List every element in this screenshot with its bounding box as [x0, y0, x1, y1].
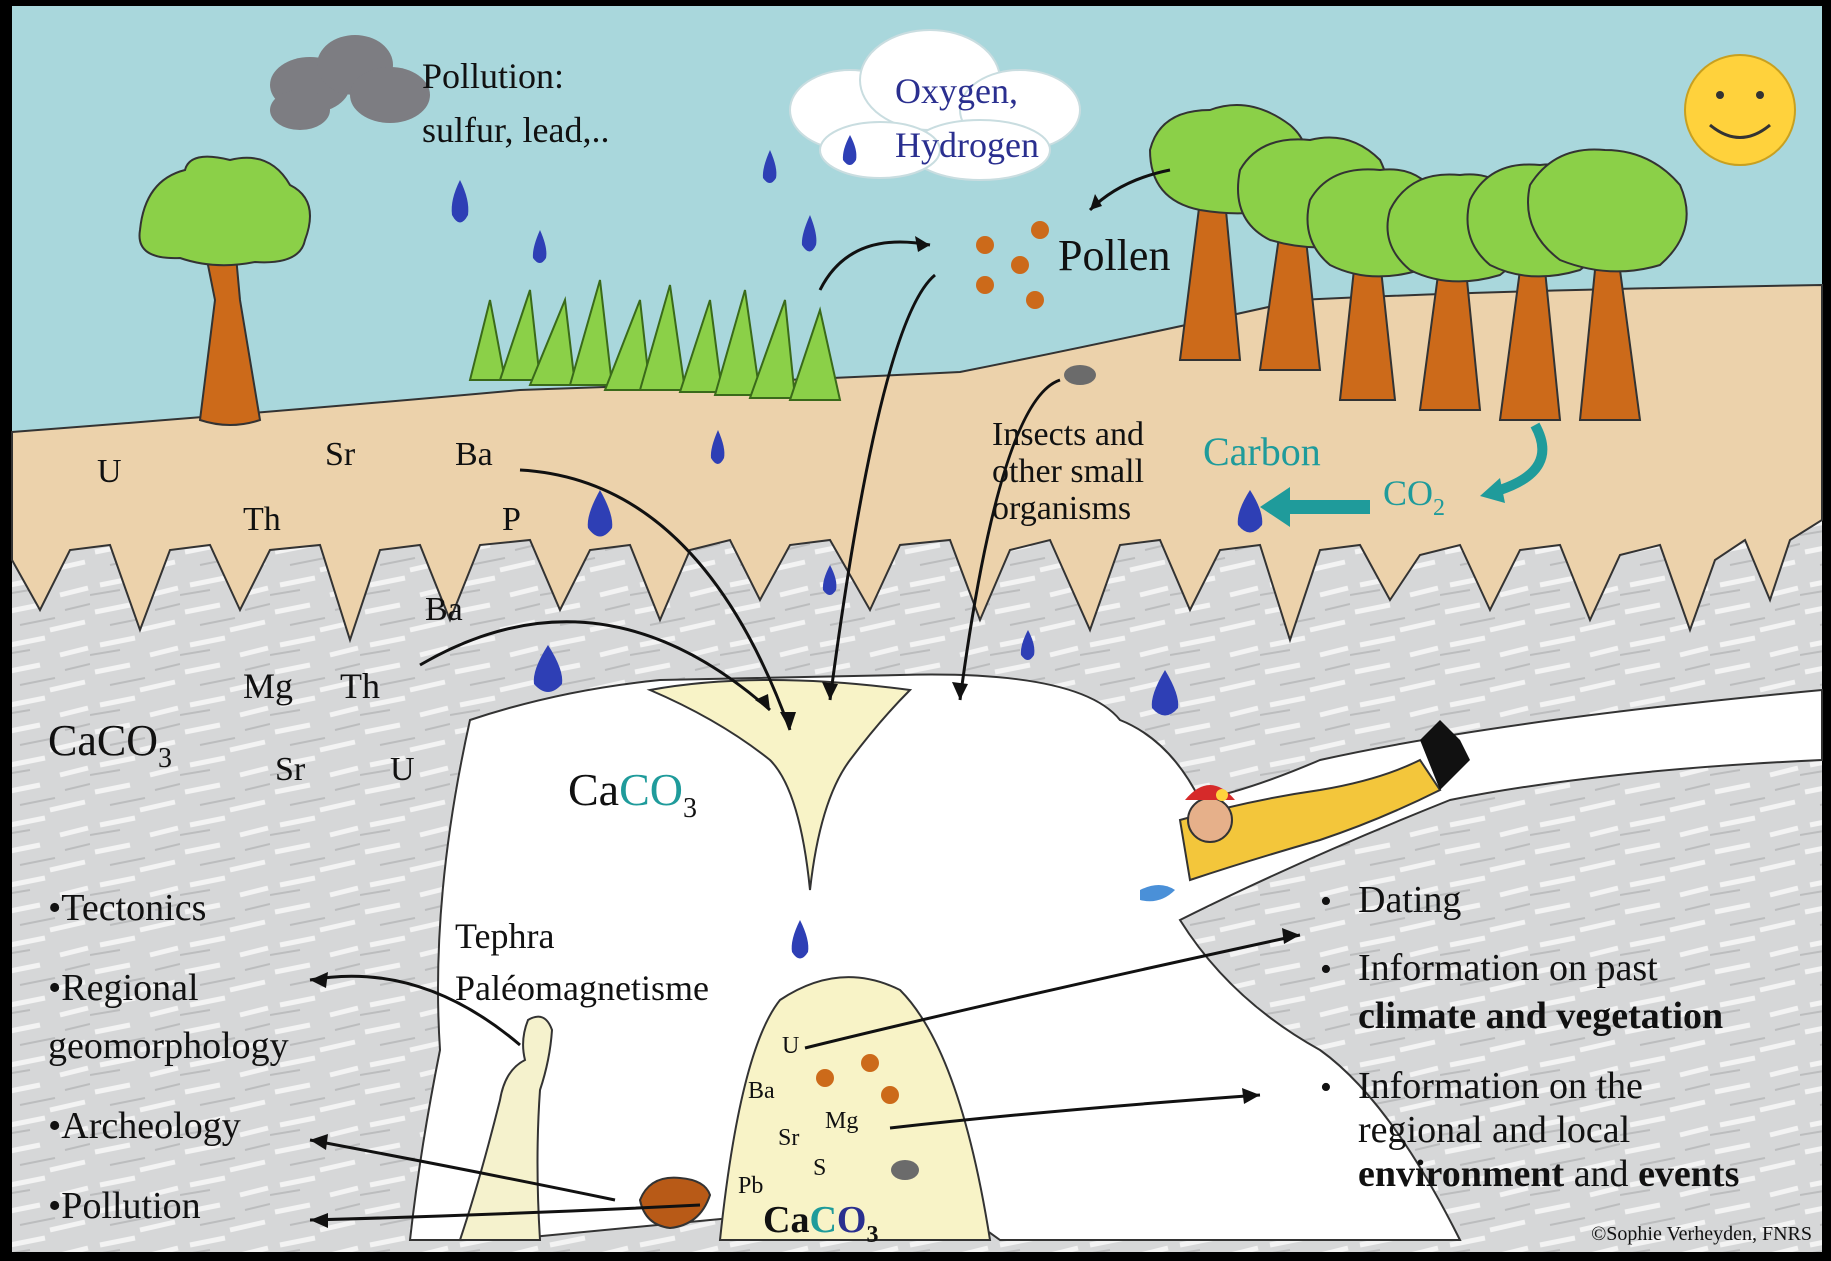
element-th-rock: Th	[340, 666, 380, 706]
carbon-label: Carbon	[1203, 429, 1321, 474]
insect-in-stalagmite-icon	[891, 1160, 919, 1180]
tectonics-label: •Tectonics	[48, 887, 206, 929]
element-s-stalagmite: S	[813, 1155, 826, 1181]
sun-icon	[1685, 55, 1795, 165]
element-ba-stalagmite: Ba	[748, 1078, 775, 1104]
regional-label-1: •Regional	[48, 967, 199, 1009]
caco3-stalagmite-label: CaCO3	[763, 1199, 878, 1248]
environment-label-3: environment and events	[1358, 1153, 1739, 1195]
element-ba-rock: Ba	[425, 591, 463, 628]
environment-label-2: regional and local	[1358, 1109, 1630, 1151]
insect-icon	[1064, 365, 1096, 385]
pollution-outcome-label: •Pollution	[48, 1185, 201, 1227]
insects-label-3: organisms	[992, 490, 1131, 527]
oxygen-label-2: Hydrogen	[895, 125, 1039, 165]
pollen-label: Pollen	[1058, 231, 1170, 280]
element-u-rock: U	[390, 751, 415, 788]
element-sr-stalagmite: Sr	[778, 1125, 799, 1151]
pollution-label-2: sulfur, lead,..	[422, 110, 610, 150]
element-ba-soil: Ba	[455, 436, 493, 473]
element-sr-rock: Sr	[275, 751, 306, 788]
element-u-soil: U	[97, 453, 122, 490]
element-th-soil: Th	[243, 501, 281, 538]
archeology-label: •Archeology	[48, 1105, 241, 1147]
credit-label: ©Sophie Verheyden, FNRS	[1591, 1223, 1812, 1245]
element-sr-soil: Sr	[325, 436, 356, 473]
pollution-label-1: Pollution:	[422, 56, 564, 96]
environment-label-1: Information on the	[1358, 1065, 1643, 1107]
oxygen-label-1: Oxygen,	[895, 71, 1018, 111]
dating-label: Dating	[1358, 879, 1461, 921]
element-pb-stalagmite: Pb	[738, 1173, 763, 1199]
tephra-label: Tephra	[455, 916, 554, 956]
regional-label-2: geomorphology	[48, 1025, 289, 1067]
bullet-climate: •	[1320, 951, 1332, 988]
element-mg-stalagmite: Mg	[825, 1108, 858, 1134]
insects-label-2: other small	[992, 453, 1144, 490]
element-mg-rock: Mg	[243, 666, 293, 706]
paleomagnetism-label: Paléomagnetisme	[455, 968, 709, 1008]
element-u-stalagmite: U	[782, 1033, 799, 1059]
climate-label-2: climate and vegetation	[1358, 995, 1723, 1037]
element-p-soil: P	[502, 501, 521, 538]
insects-label-1: Insects and	[992, 416, 1144, 453]
climate-label-1: Information on past	[1358, 947, 1658, 989]
bullet-environment: •	[1320, 1069, 1332, 1106]
bullet-dating: •	[1320, 883, 1332, 920]
